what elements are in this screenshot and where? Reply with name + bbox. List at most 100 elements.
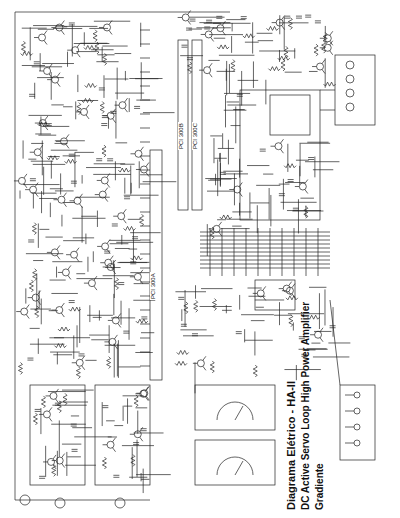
wire xyxy=(140,157,143,161)
wire xyxy=(134,283,149,284)
wire xyxy=(28,297,33,298)
wire xyxy=(203,366,206,370)
wire xyxy=(121,301,122,325)
wire xyxy=(140,270,143,274)
wire xyxy=(106,420,115,421)
bus-tap xyxy=(318,228,319,276)
resistor-symbol xyxy=(140,214,144,226)
wire xyxy=(208,60,219,61)
wire xyxy=(219,55,254,56)
transistor-symbol xyxy=(324,35,331,42)
wire xyxy=(285,72,302,73)
resistor-symbol xyxy=(134,395,138,407)
resistor-symbol xyxy=(115,278,119,290)
wire xyxy=(140,170,150,171)
capacitor-symbol xyxy=(141,316,147,317)
wire xyxy=(224,110,247,111)
wire xyxy=(263,174,273,175)
transistor-symbol xyxy=(134,273,141,280)
wire xyxy=(22,28,47,29)
transistor-symbol xyxy=(18,177,25,184)
wire xyxy=(241,314,274,315)
capacitor-symbol xyxy=(102,405,108,406)
wire xyxy=(299,143,330,144)
wire xyxy=(38,301,41,305)
wire xyxy=(57,73,60,77)
wire xyxy=(93,174,131,175)
bus-line xyxy=(200,248,330,249)
wire xyxy=(30,152,35,153)
capacitor-symbol xyxy=(107,160,113,161)
wire xyxy=(178,17,183,18)
capacitor-symbol xyxy=(34,61,40,62)
wire xyxy=(140,366,150,367)
wire xyxy=(52,460,57,461)
wire xyxy=(125,98,128,102)
wire xyxy=(23,140,24,158)
wire xyxy=(183,335,214,336)
wire xyxy=(226,305,227,313)
wire xyxy=(345,411,354,412)
capacitor-symbol xyxy=(237,94,243,95)
input-jack xyxy=(20,495,30,505)
wire xyxy=(140,427,143,431)
wire xyxy=(146,172,149,176)
capacitor-symbol xyxy=(237,96,243,97)
wire xyxy=(129,78,162,79)
bus-line xyxy=(200,252,330,253)
wire xyxy=(181,309,182,321)
wire xyxy=(135,78,158,79)
resistor-symbol xyxy=(212,299,216,311)
wire xyxy=(48,391,86,392)
resistor-symbol xyxy=(136,319,148,323)
resistor-symbol xyxy=(177,350,189,354)
wire xyxy=(227,105,256,106)
resistor-symbol xyxy=(29,280,33,292)
wire xyxy=(141,479,149,480)
capacitor-symbol xyxy=(296,18,302,19)
wire xyxy=(134,432,164,433)
wire xyxy=(222,31,225,35)
wire xyxy=(140,240,150,241)
wire xyxy=(24,184,27,188)
wire xyxy=(215,174,216,185)
wire xyxy=(279,15,280,34)
transistor-symbol xyxy=(182,14,189,21)
wire xyxy=(253,293,257,294)
capacitor-symbol xyxy=(189,21,195,22)
wire xyxy=(146,396,149,400)
wire xyxy=(16,311,21,312)
wiring xyxy=(14,10,375,508)
wire xyxy=(85,360,96,361)
wire xyxy=(103,115,108,116)
capacitor-symbol xyxy=(236,333,242,334)
wire xyxy=(47,252,52,253)
wire xyxy=(118,340,119,378)
capacitor-symbol xyxy=(101,123,107,124)
wire xyxy=(130,272,149,273)
wire xyxy=(320,338,323,342)
wire xyxy=(72,218,105,219)
wire xyxy=(35,123,40,124)
wire xyxy=(137,440,138,477)
wire xyxy=(130,276,135,277)
wire xyxy=(96,61,118,62)
wire xyxy=(221,228,250,229)
transistor-symbol xyxy=(101,177,108,184)
wire xyxy=(217,159,218,196)
wire xyxy=(298,199,299,233)
transistor-symbol xyxy=(104,24,111,31)
wire xyxy=(55,190,74,191)
wire xyxy=(135,393,140,394)
wire xyxy=(207,191,234,192)
resistor-symbol xyxy=(103,53,107,65)
transistor-symbol xyxy=(217,25,224,32)
transistor-symbol xyxy=(275,143,282,150)
wire xyxy=(77,100,98,101)
wire xyxy=(77,75,78,92)
wire xyxy=(52,261,82,262)
wire xyxy=(86,105,89,109)
wire xyxy=(175,291,206,292)
output-terminal-block xyxy=(335,55,375,125)
wire xyxy=(53,199,58,200)
